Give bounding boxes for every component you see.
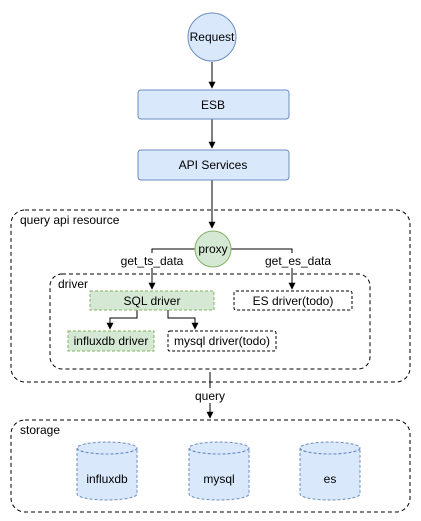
es-driver-node (233, 290, 353, 311)
storage-es: es (299, 441, 361, 501)
esb-label: ESB (201, 98, 225, 112)
edge-label-query: query (195, 389, 225, 403)
sql-driver-label: SQL driver (124, 294, 181, 308)
influxdb-driver-label: influxdb driver (74, 334, 149, 348)
storage-mysql-label: mysql (203, 472, 234, 486)
mysql-driver-node (167, 330, 277, 352)
proxy-node (194, 230, 232, 268)
storage-mysql: mysql (188, 441, 250, 501)
edge-sql-mysql (167, 310, 199, 330)
influxdb-driver-node (67, 330, 155, 352)
api-services-label: API Services (179, 158, 248, 172)
storage-group (10, 419, 411, 513)
request-node (187, 12, 237, 62)
request-label: Request (190, 30, 235, 44)
edge-label-get-es-data: get_es_data (265, 254, 331, 268)
es-driver-label: ES driver(todo) (253, 294, 334, 308)
edge-proxy-es (230, 248, 296, 290)
storage-group-label: storage (20, 423, 60, 437)
esb-node (137, 89, 290, 120)
driver-group (49, 273, 371, 370)
sql-driver-node (89, 290, 215, 311)
storage-influxdb-label: influxdb (86, 472, 128, 486)
mysql-driver-label: mysql driver(todo) (174, 334, 270, 348)
storage-influxdb: influxdb (76, 441, 138, 501)
driver-group-label: driver (58, 277, 88, 291)
edge-sql-influxdb (106, 310, 138, 330)
api-services-node (137, 149, 290, 181)
edge-label-get-ts-data: get_ts_data (121, 254, 184, 268)
edge-proxy-sql (148, 248, 196, 290)
storage-es-label: es (324, 472, 337, 486)
query-api-resource-label: query api resource (20, 213, 120, 227)
proxy-label: proxy (198, 242, 227, 256)
